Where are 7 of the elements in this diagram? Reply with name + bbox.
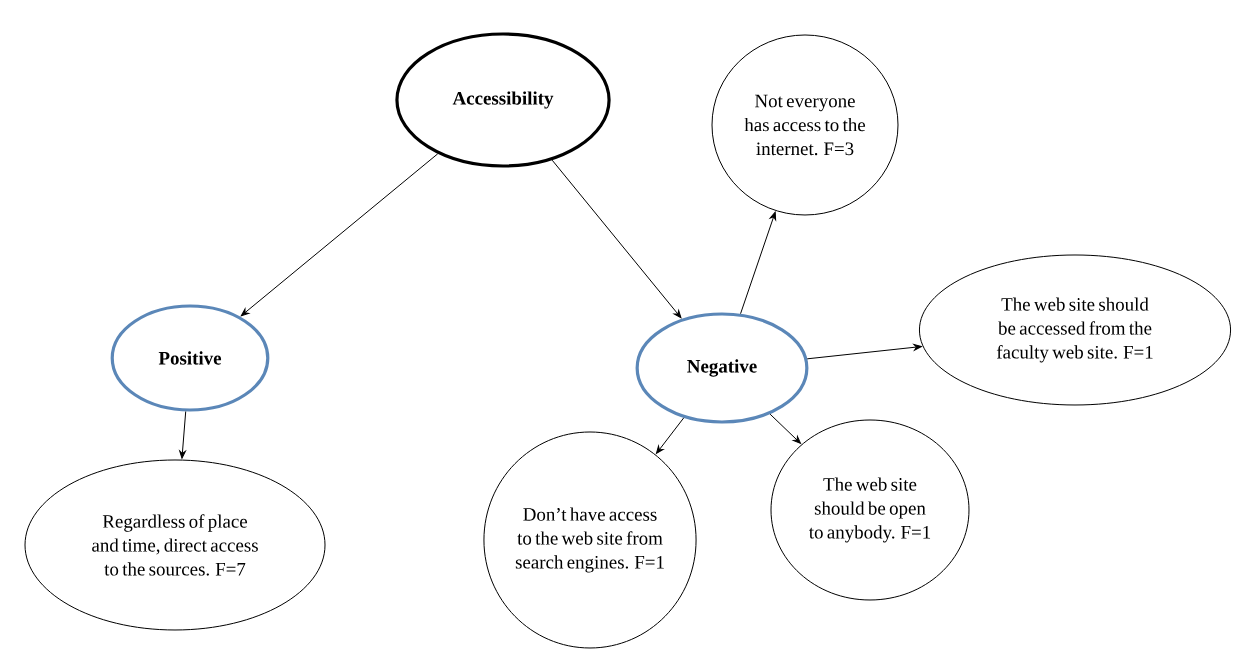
arrow <box>740 211 777 315</box>
arrow <box>806 343 922 360</box>
arrow <box>655 417 685 454</box>
arrow <box>551 159 682 319</box>
arrow <box>179 411 187 459</box>
arrow <box>769 413 802 444</box>
arrow <box>240 153 439 317</box>
